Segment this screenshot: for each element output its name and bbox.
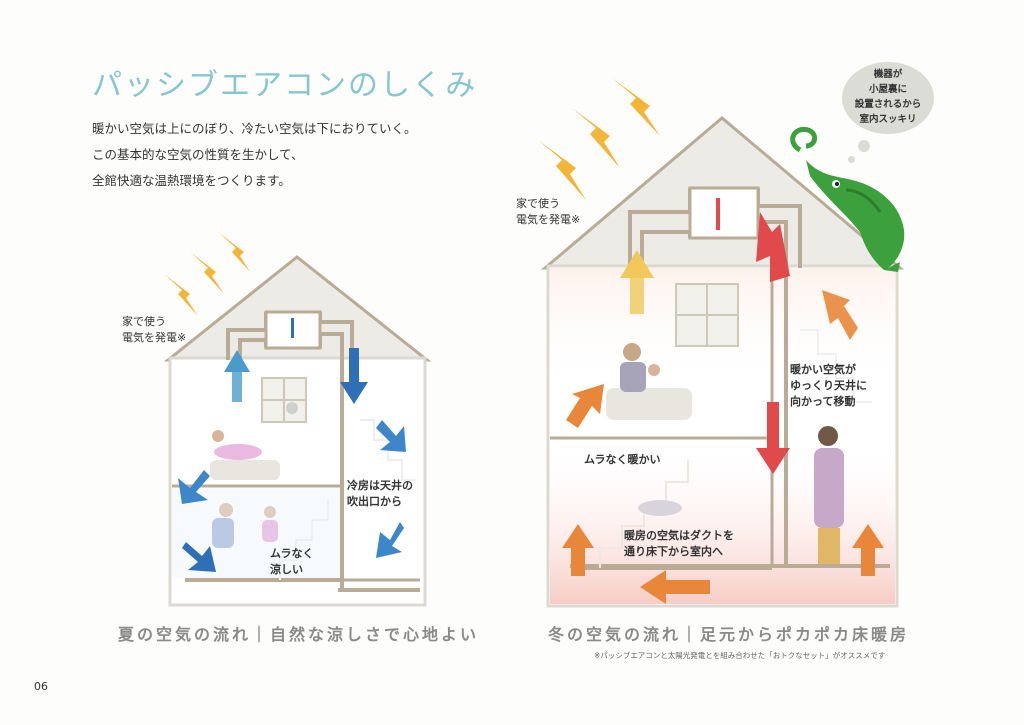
label-line: 冷房は天井の [347, 479, 413, 492]
winter-rise-label: 暖かい空気が ゆっくり天井に 向かって移動 [790, 362, 867, 410]
air-flow-arrow-icon [224, 350, 250, 402]
bubble-line: 小屋裏に [868, 84, 907, 95]
footnote: ※パッシブエアコンと太陽光発電とを組み合わせた「おトクなセット」がオススメです [594, 651, 886, 660]
summer-lightning-bolts [164, 232, 250, 316]
label-line: 通り床下から室内へ [624, 545, 723, 558]
label-line: 家で使う [122, 315, 166, 328]
summer-cool-label: ムラなく 涼しい [270, 546, 313, 578]
air-flow-arrow-icon [620, 250, 654, 314]
thought-bubble-icon [858, 140, 870, 152]
summer-outlet-label: 冷房は天井の 吹出口から [347, 478, 413, 510]
intro-line: この基本的な空気の性質を生かして、 [92, 147, 304, 162]
summer-ac-unit [264, 310, 322, 350]
label-line: 暖房の空気はダクトを [624, 529, 734, 542]
bubble-line: 設置されるから [854, 99, 922, 110]
label-line: 吹出口から [347, 495, 402, 508]
label-line: ムラなく [270, 547, 314, 560]
page-title: パッシブエアコンのしくみ [92, 68, 478, 103]
equipment-bubble: 機器が 小屋裏に 設置されるから 室内スッキリ [842, 62, 934, 134]
summer-air-flow-arrows [178, 348, 406, 572]
label-line: 向かって移動 [790, 395, 856, 408]
winter-caption: 冬の空気の流れ｜足元からポカポカ床暖房 [548, 625, 910, 644]
lightning-bolt-icon [612, 78, 660, 136]
winter-house [540, 116, 905, 608]
summer-house [163, 255, 432, 607]
chameleon-icon [790, 126, 905, 272]
summer-caption: 夏の空気の流れ｜自然な涼しさで心地よい [118, 625, 480, 644]
label-line: 家で使う [516, 197, 560, 210]
lightning-bolt-icon [218, 232, 250, 272]
page-number: 06 [34, 680, 48, 693]
label-line: 涼しい [270, 563, 303, 576]
window-icon [675, 283, 739, 347]
label-line: 電気を発電※ [516, 213, 581, 226]
winter-duct-label: 暖房の空気はダクトを 通り床下から室内へ [624, 528, 734, 560]
winter-air-flow-arrows [562, 212, 884, 604]
winter-ac-unit [688, 186, 760, 240]
label-line: 電気を発電※ [122, 331, 187, 344]
bubble-line: 機器が [873, 69, 903, 80]
summer-power-label: 家で使う 電気を発電※ [122, 314, 186, 346]
thought-dot [848, 156, 855, 163]
intro-line: 暖かい空気は上にのぼり、冷たい空気は下におりていく。 [92, 121, 417, 136]
window-icon [261, 377, 307, 423]
winter-power-label: 家で使う 電気を発電※ [516, 196, 580, 228]
label-line: 暖かい空気が [790, 363, 856, 376]
winter-warm-label: ムラなく暖かい [584, 453, 661, 466]
intro-text: 暖かい空気は上にのぼり、冷たい空気は下におりていく。 この基本的な空気の性質を生… [92, 116, 417, 194]
winter-lightning-bolts [538, 78, 660, 200]
label-line: ゆっくり天井に [790, 379, 867, 392]
bubble-line: 室内スッキリ [859, 114, 917, 125]
intro-line: 全館快適な温熱環境をつくります。 [92, 173, 291, 188]
